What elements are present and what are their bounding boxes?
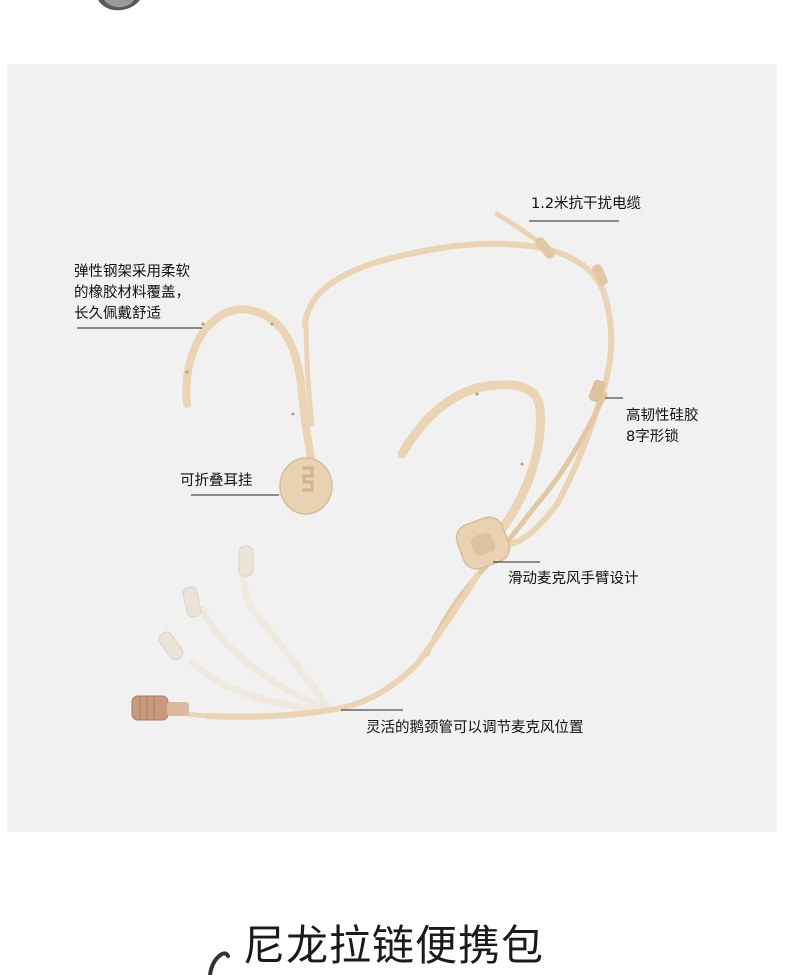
cable-clip-mid bbox=[592, 264, 608, 286]
headset-microphone-illustration bbox=[77, 211, 623, 721]
gooseneck bbox=[204, 573, 480, 720]
bag-handle-fragment-icon bbox=[208, 951, 230, 975]
silicone-8-lock bbox=[588, 379, 606, 403]
headband bbox=[302, 240, 615, 547]
cable-clip-upper bbox=[535, 237, 555, 259]
callout-silicone-lock-line-1: 高韧性硅胶 bbox=[626, 408, 699, 424]
left-hook-pivot bbox=[279, 457, 333, 515]
hook-dots bbox=[185, 322, 524, 466]
top-product-fragment-icon bbox=[98, 0, 140, 11]
callout-steel-frame: 弹性钢架采用柔软 的橡胶材料覆盖， 长久佩戴舒适 bbox=[74, 262, 190, 325]
section-title: 尼龙拉链便携包 bbox=[243, 921, 545, 970]
callout-steel-frame-line-3: 长久佩戴舒适 bbox=[74, 306, 161, 322]
ghost-gooseneck-positions bbox=[188, 570, 334, 714]
callout-silicone-lock: 高韧性硅胶 8字形锁 bbox=[626, 406, 699, 448]
right-ear-hook bbox=[397, 380, 545, 539]
connector-plug bbox=[131, 695, 189, 721]
callout-slide-arm: 滑动麦克风手臂设计 bbox=[508, 571, 639, 587]
callout-cable: 1.2米抗干扰电缆 bbox=[531, 196, 642, 212]
callout-silicone-lock-line-2: 8字形锁 bbox=[626, 429, 679, 445]
callout-gooseneck: 灵活的鹅颈管可以调节麦克风位置 bbox=[366, 720, 584, 736]
callout-ear-hook: 可折叠耳挂 bbox=[180, 473, 253, 489]
slide-arm-block bbox=[455, 516, 511, 570]
boom-arm bbox=[424, 391, 608, 657]
callout-steel-frame-line-1: 弹性钢架采用柔软 bbox=[74, 264, 190, 280]
product-panel: 1.2米抗干扰电缆 弹性钢架采用柔软 的橡胶材料覆盖， 长久佩戴舒适 高韧性硅胶… bbox=[7, 64, 777, 832]
callout-steel-frame-line-2: 的橡胶材料覆盖， bbox=[74, 285, 190, 301]
leader-lines bbox=[77, 220, 623, 711]
ghost-capsules bbox=[158, 545, 254, 661]
